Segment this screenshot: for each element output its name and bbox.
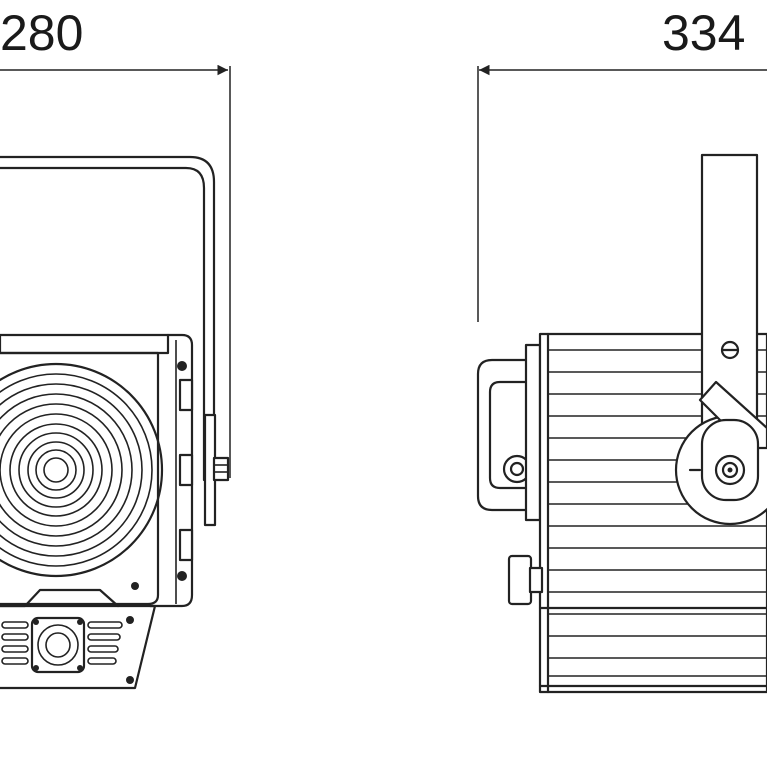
rear-handle <box>476 343 542 522</box>
front-width-dimension: 280 <box>0 5 231 478</box>
side-depth-dimension: 334 <box>477 5 767 322</box>
tilt-lock-icon <box>720 340 740 360</box>
focus-knob <box>507 554 544 606</box>
front-view: 280 <box>0 5 231 690</box>
side-view: 334 <box>476 5 767 694</box>
front-power-box <box>0 604 157 690</box>
front-housing <box>0 333 194 608</box>
front-width-label: 280 <box>0 5 83 61</box>
yoke-hub <box>674 380 767 526</box>
fan-grille-icon <box>30 616 86 674</box>
side-depth-label: 334 <box>662 5 745 61</box>
vent-slots <box>1 621 123 665</box>
front-yoke <box>0 155 230 527</box>
fresnel-lens <box>0 362 164 578</box>
